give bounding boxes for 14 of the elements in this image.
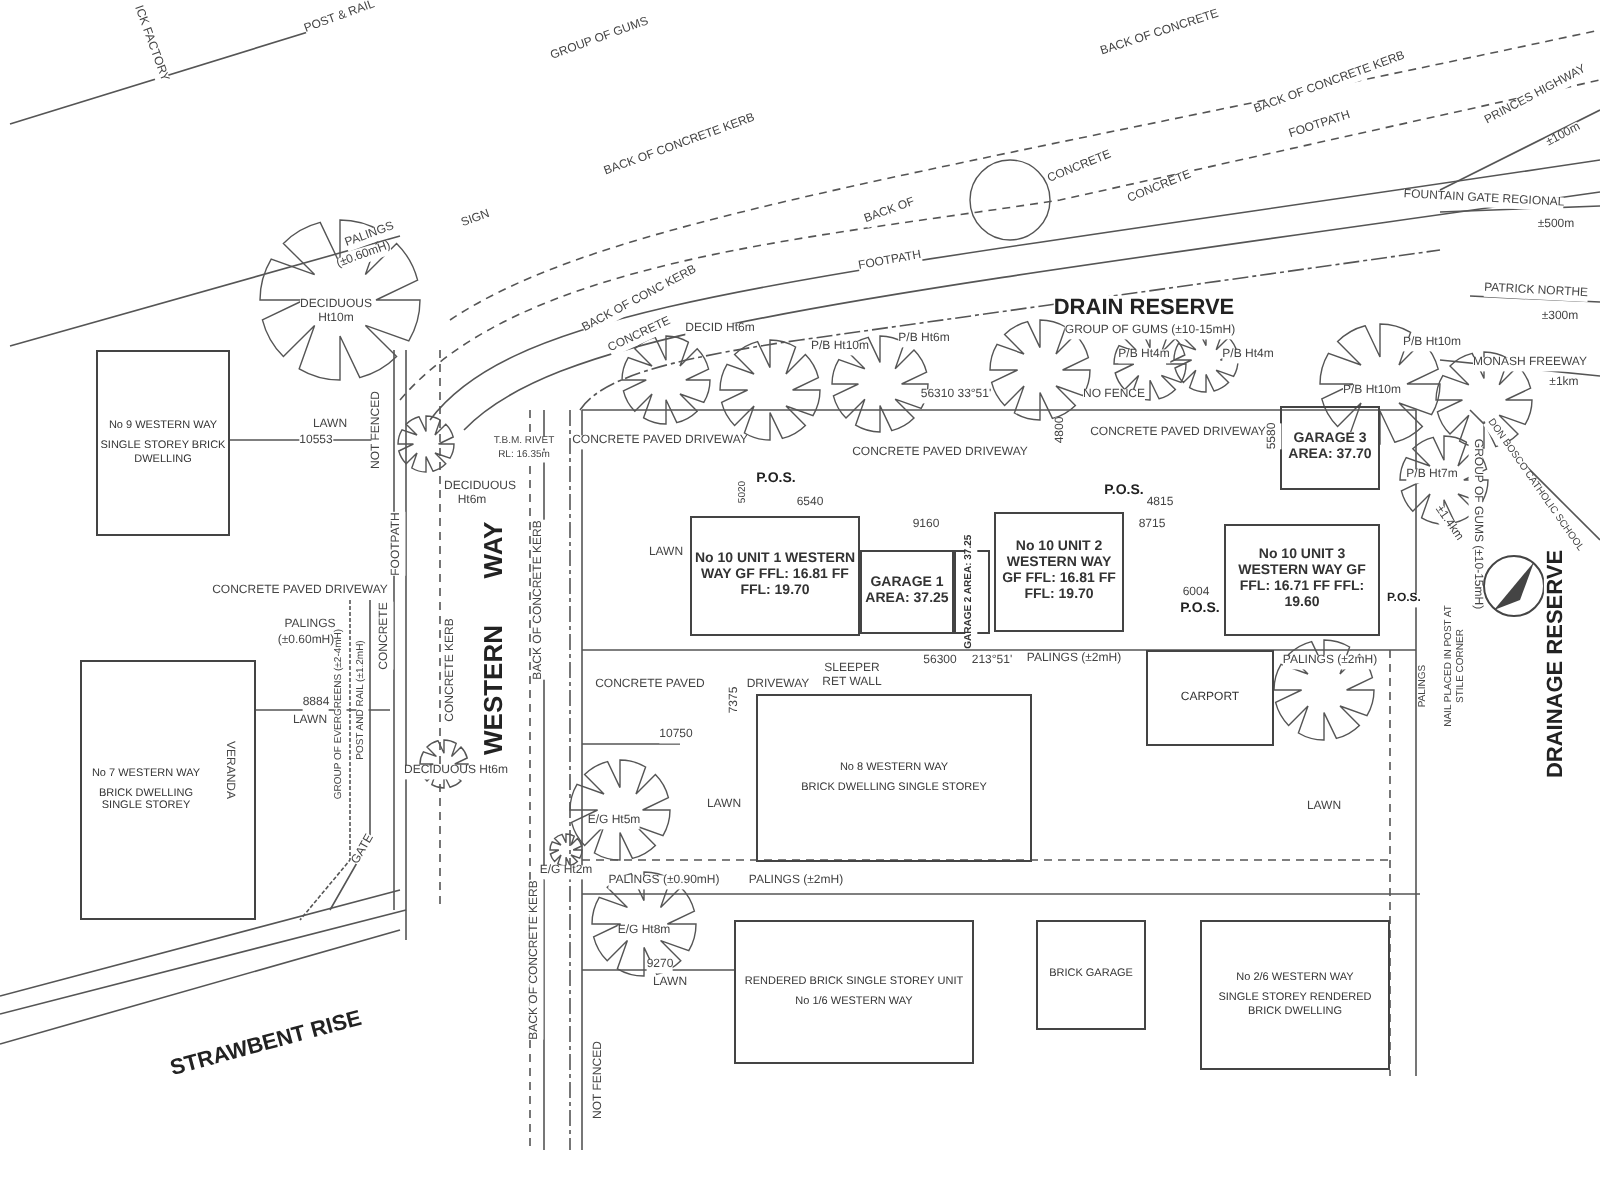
dwelling-outline	[756, 694, 1032, 862]
dwelling-outline	[1200, 920, 1390, 1070]
area-name: DRAINAGE RESERVE	[1543, 549, 1569, 779]
garage-footprint	[1036, 920, 1146, 1030]
garage-footprint	[1280, 406, 1380, 490]
carport-outline	[1146, 650, 1274, 746]
building-footprint	[1224, 524, 1380, 636]
building-footprint	[690, 516, 860, 636]
area-name: DRAIN RESERVE	[1053, 295, 1235, 321]
dwelling-outline	[734, 920, 974, 1064]
garage-footprint	[860, 550, 954, 634]
dwelling-outline	[96, 350, 230, 536]
street-name: WESTERN	[479, 625, 509, 755]
building-footprint	[994, 512, 1124, 632]
